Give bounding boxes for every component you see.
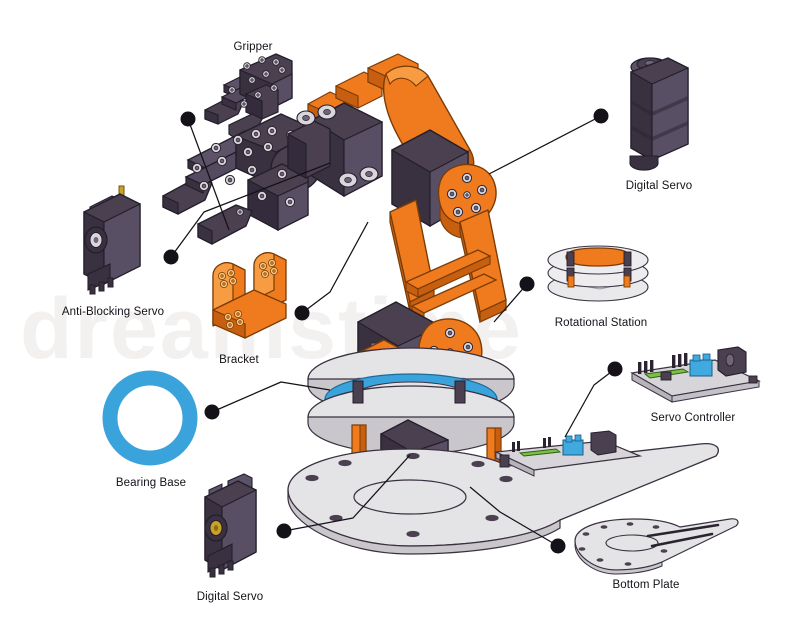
base-stack-part <box>287 347 719 555</box>
callout-dot-anti-blocking-servo[interactable] <box>163 249 179 265</box>
callout-leader-line-digital-servo-top <box>488 115 602 175</box>
anti-blocking-servo-part <box>83 185 141 295</box>
bearing-base-part <box>102 370 198 466</box>
callout-dot-digital-servo-top[interactable] <box>593 108 609 124</box>
callout-label-digital-servo-top: Digital Servo <box>625 180 693 192</box>
rotational-station-part <box>547 245 649 302</box>
callout-dot-gripper[interactable] <box>180 111 196 127</box>
callout-leader-line-servo-controller <box>564 368 616 438</box>
callout-dot-bracket[interactable] <box>294 305 310 321</box>
digital-servo-top-part <box>629 57 689 171</box>
callout-leader-line-bracket <box>301 221 369 314</box>
callout-dot-servo-controller[interactable] <box>607 361 623 377</box>
bracket-part <box>212 252 287 339</box>
callout-label-digital-servo-bottom: Digital Servo <box>196 591 264 603</box>
bottom-plate-part <box>574 518 739 575</box>
servo-controller-part <box>630 346 761 403</box>
callout-label-rotational-station: Rotational Station <box>554 317 648 329</box>
callout-label-bottom-plate: Bottom Plate <box>612 579 680 591</box>
callout-leader-line-digital-servo-bottom <box>283 454 411 532</box>
callout-dot-rotational-station[interactable] <box>519 276 535 292</box>
callout-layer <box>163 108 623 554</box>
callout-label-bracket: Bracket <box>219 354 259 366</box>
callout-leader-line-gripper <box>187 118 230 231</box>
callout-dot-bearing-base[interactable] <box>204 404 220 420</box>
callout-leader-line-anti-blocking-servo <box>170 162 331 258</box>
callout-label-gripper: Gripper <box>233 41 273 53</box>
callout-label-servo-controller: Servo Controller <box>650 412 736 424</box>
callout-leader-line-bearing-base <box>211 381 331 413</box>
callout-dot-digital-servo-bottom[interactable] <box>276 523 292 539</box>
callout-label-bearing-base: Bearing Base <box>115 477 187 489</box>
gripper-upper-part <box>204 53 293 141</box>
callout-dot-bottom-plate[interactable] <box>550 538 566 554</box>
callout-label-anti-blocking-servo: Anti-Blocking Servo <box>61 306 165 318</box>
digital-servo-bottom-part <box>204 473 257 578</box>
callout-leader-line-bottom-plate <box>469 486 559 547</box>
callout-leader-line-rotational-station <box>493 283 528 323</box>
